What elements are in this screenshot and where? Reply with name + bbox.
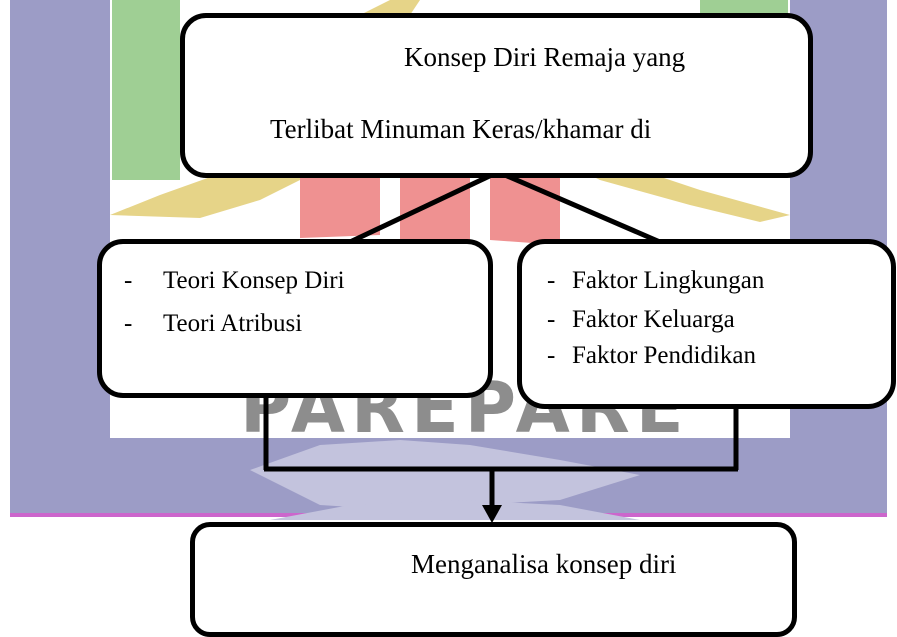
theory-item-self-concept: Teori Konsep Diri bbox=[163, 267, 345, 294]
concept-title-line2: Terlibat Minuman Keras/khamar di bbox=[270, 114, 652, 144]
analysis-text: Menganalisa konsep diri bbox=[411, 549, 677, 579]
box-factors bbox=[517, 239, 896, 409]
theory-bullet-1: - bbox=[124, 267, 133, 294]
theory-bullet-2: - bbox=[124, 310, 133, 337]
factor-bullet-1: - bbox=[547, 267, 556, 294]
factor-bullet-2: - bbox=[547, 306, 556, 333]
connector-top-to-right bbox=[497, 169, 661, 245]
theory-item-attribution: Teori Atribusi bbox=[163, 310, 303, 337]
connector-top-to-left bbox=[348, 169, 500, 245]
factor-item-environment: Faktor Lingkungan bbox=[572, 267, 765, 294]
factor-item-family: Faktor Keluarga bbox=[572, 306, 735, 333]
factor-item-education: Faktor Pendidikan bbox=[572, 342, 757, 369]
box-theories bbox=[97, 239, 493, 398]
concept-title-line1: Konsep Diri Remaja yang bbox=[404, 42, 686, 72]
box-analysis bbox=[190, 522, 797, 637]
factor-bullet-3: - bbox=[547, 342, 556, 369]
box-concept-title bbox=[180, 13, 813, 178]
arrow-head bbox=[482, 505, 502, 523]
